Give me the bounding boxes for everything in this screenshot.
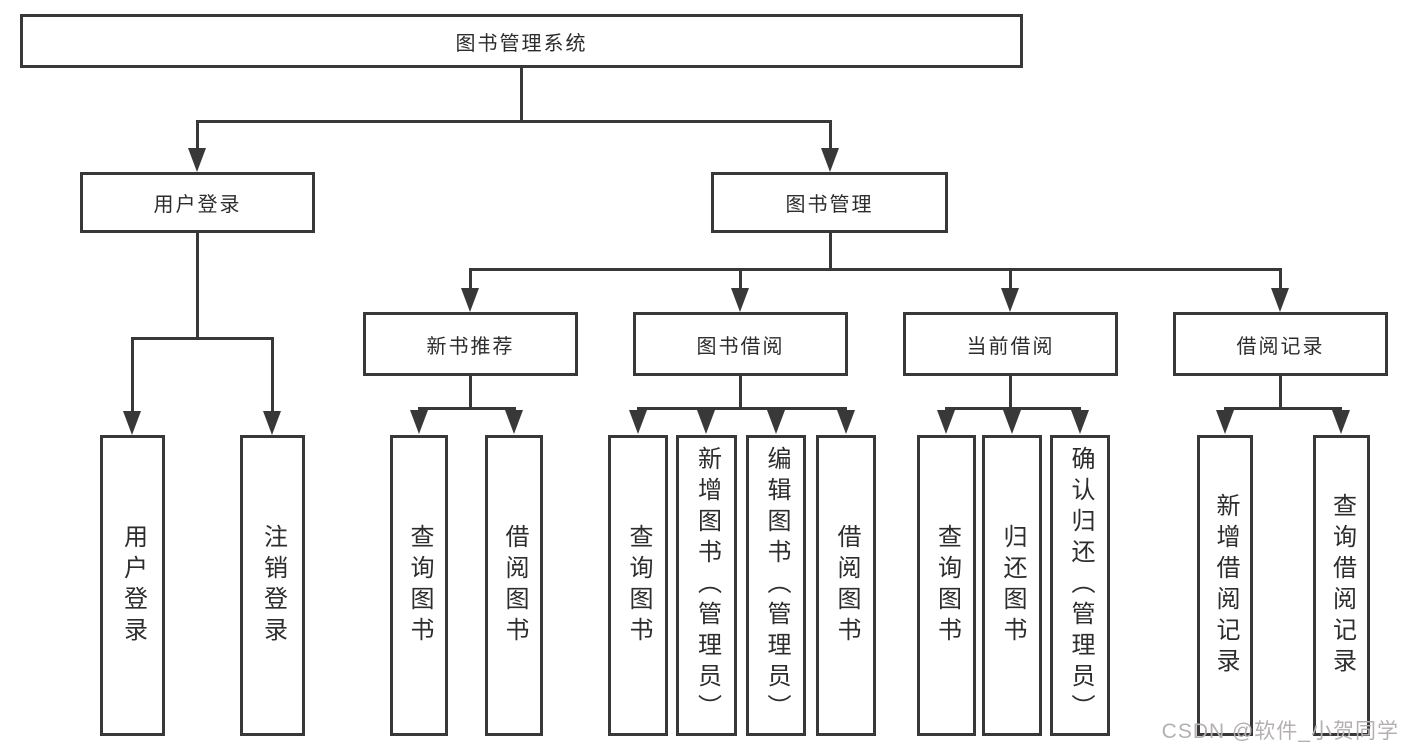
leaf-label: 用户登录 — [119, 523, 147, 648]
connector-line — [131, 337, 274, 340]
connector-line — [196, 233, 199, 340]
arrow-down-icon — [461, 288, 479, 312]
leaf-label: 编辑图书（管理员） — [763, 446, 790, 725]
node-label: 用户登录 — [153, 194, 242, 216]
connector-line — [637, 407, 847, 410]
connector-line — [739, 375, 742, 409]
leaf-label: 归还图书 — [999, 523, 1026, 648]
leaf-label: 查询图书 — [625, 523, 652, 648]
leaf-borrow-book-recommend: 借阅图书 — [485, 435, 543, 736]
arrow-down-icon — [1071, 410, 1089, 434]
connector-line — [1224, 407, 1342, 410]
connector-line — [469, 268, 472, 290]
leaf-label: 借阅图书 — [833, 523, 860, 648]
connector-line — [520, 68, 523, 122]
leaf-query-book-current: 查询图书 — [917, 435, 976, 736]
node-label: 新书推荐 — [426, 335, 515, 358]
arrow-down-icon — [1001, 288, 1019, 312]
connector-line — [131, 337, 134, 413]
leaf-query-book-borrowing: 查询图书 — [608, 435, 668, 736]
arrow-down-icon — [1271, 288, 1289, 312]
arrow-down-icon — [505, 410, 523, 434]
arrow-down-icon — [837, 410, 855, 434]
leaf-query-borrow-record: 查询借阅记录 — [1313, 435, 1370, 736]
arrow-down-icon — [629, 410, 647, 434]
leaf-logout: 注销登录 — [240, 435, 305, 736]
arrow-down-icon — [767, 410, 785, 434]
node-book-management: 图书管理 — [711, 172, 948, 233]
node-label: 借阅记录 — [1236, 335, 1325, 358]
leaf-edit-book-admin: 编辑图书（管理员） — [746, 435, 806, 736]
leaf-label: 确认归还（管理员） — [1067, 446, 1094, 725]
connector-line — [469, 375, 472, 409]
connector-line — [196, 120, 199, 152]
leaf-label: 查询图书 — [933, 523, 961, 648]
leaf-add-book-admin: 新增图书（管理员） — [676, 435, 737, 736]
connector-line — [829, 233, 832, 270]
arrow-down-icon — [821, 148, 839, 172]
arrow-down-icon — [697, 410, 715, 434]
connector-line — [1009, 375, 1012, 409]
node-root-system: 图书管理系统 — [20, 14, 1023, 68]
node-label: 图书管理系统 — [455, 32, 588, 55]
connector-line — [1279, 375, 1282, 409]
arrow-down-icon — [123, 411, 141, 435]
arrow-down-icon — [188, 148, 206, 172]
connector-line — [271, 337, 274, 413]
arrow-down-icon — [263, 411, 281, 435]
leaf-return-book: 归还图书 — [982, 435, 1042, 736]
leaf-label: 新增图书（管理员） — [693, 446, 721, 725]
node-borrow-records: 借阅记录 — [1173, 312, 1388, 376]
connector-line — [196, 120, 832, 123]
leaf-query-book-recommend: 查询图书 — [390, 435, 448, 736]
watermark: CSDN @软件_小贺同学 — [1161, 720, 1399, 743]
connector-line — [418, 407, 516, 410]
connector-line — [739, 268, 742, 290]
node-new-book-recommend: 新书推荐 — [363, 312, 578, 376]
node-current-borrowing: 当前借阅 — [903, 312, 1118, 376]
node-label: 图书借阅 — [696, 335, 785, 358]
leaf-add-borrow-record: 新增借阅记录 — [1197, 435, 1253, 736]
leaf-label: 新增借阅记录 — [1212, 492, 1239, 679]
leaf-label: 注销登录 — [259, 523, 287, 648]
arrow-down-icon — [410, 410, 428, 434]
leaf-borrow-book-borrowing: 借阅图书 — [816, 435, 876, 736]
node-book-borrowing: 图书借阅 — [633, 312, 848, 376]
connector-line — [1279, 268, 1282, 290]
arrow-down-icon — [937, 410, 955, 434]
leaf-label: 借阅图书 — [501, 523, 528, 648]
node-label: 图书管理 — [785, 194, 874, 216]
leaf-label: 查询图书 — [406, 523, 433, 648]
leaf-user-login: 用户登录 — [100, 435, 165, 736]
node-user-login: 用户登录 — [80, 172, 315, 233]
arrow-down-icon — [1332, 410, 1350, 434]
connector-line — [945, 407, 1081, 410]
arrow-down-icon — [1003, 410, 1021, 434]
connector-line — [469, 268, 1282, 271]
leaf-confirm-return-admin: 确认归还（管理员） — [1050, 435, 1110, 736]
node-label: 当前借阅 — [966, 335, 1055, 358]
leaf-label: 查询借阅记录 — [1328, 492, 1356, 679]
connector-line — [829, 120, 832, 152]
arrow-down-icon — [1216, 410, 1234, 434]
arrow-down-icon — [731, 288, 749, 312]
connector-line — [1009, 268, 1012, 290]
